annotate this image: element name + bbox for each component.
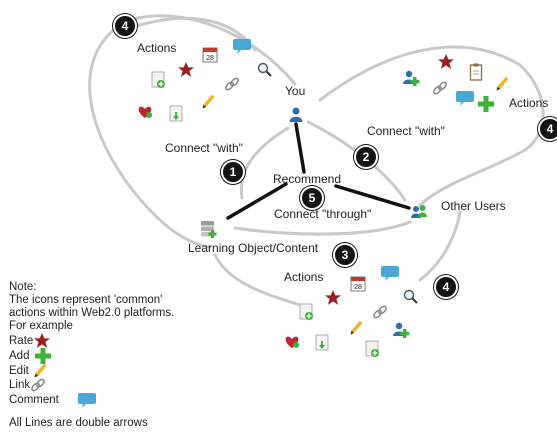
curve-actions-right-loop (318, 45, 545, 207)
connect-with-right-label: Connect "with" (367, 124, 445, 138)
search-icon (257, 62, 272, 77)
link-icon (223, 76, 241, 92)
comment-icon (381, 266, 399, 281)
heart-icon (138, 106, 152, 118)
calendar-icon (350, 276, 366, 292)
star-icon (438, 54, 454, 69)
comment-icon (233, 39, 251, 54)
download-document-icon (315, 334, 329, 351)
add-icon (478, 96, 494, 112)
curve-actions-top-left-loop (88, 14, 297, 249)
pencil-icon (201, 94, 215, 110)
recommend-lines (226, 122, 411, 220)
badge-2: 2 (354, 145, 378, 169)
comment-icon (456, 91, 474, 106)
add-document-icon (299, 303, 314, 321)
comment-bubble-icon (78, 393, 96, 408)
pencil-icon (349, 320, 363, 336)
connector-curves (88, 14, 545, 307)
heart-icon (285, 336, 299, 348)
legend-edit-label: Edit (9, 365, 29, 377)
curve-learning-to-actions-bottom (213, 253, 302, 307)
other-users-label: Other Users (441, 199, 506, 213)
add-document-icon (365, 340, 380, 358)
legend-comment-label: Comment (9, 394, 59, 406)
legend-link-label: Link (9, 379, 31, 391)
note-footer: All Lines are double arrows (9, 417, 148, 429)
star-icon (325, 290, 341, 305)
rate-star-icon (34, 333, 50, 348)
search-icon (403, 289, 418, 304)
calendar-icon (202, 47, 218, 63)
connect-through-label: Connect "through" (274, 207, 372, 221)
line-you-to-recommend (294, 122, 306, 174)
actions-label-right: Actions (509, 96, 549, 110)
star-icon (178, 62, 194, 77)
download-document-icon (169, 105, 183, 122)
note-text-line-3: actions within Web2.0 platforms. (9, 307, 175, 319)
add-user-icon (393, 322, 410, 338)
learning-object-label: Learning Object/Content (188, 241, 319, 255)
link-chain-icon (29, 377, 47, 393)
recommend-label: Recommend (273, 172, 342, 186)
connect-with-left-label: Connect "with" (165, 141, 243, 155)
legend-add-label: Add (9, 350, 30, 362)
curve-other-users-to-actions (418, 210, 462, 282)
pencil-icon (495, 76, 509, 92)
link-icon (371, 304, 389, 320)
database-icon (201, 221, 217, 238)
curve-connect-through (233, 220, 412, 236)
badge-4-top-left: 4 (113, 14, 137, 38)
badge-5: 5 (300, 186, 324, 210)
note-text-line-4: For example (9, 320, 73, 332)
line-recommend-to-other-users (334, 184, 411, 210)
icon-cluster-right (403, 54, 509, 112)
actions-label-bottom: Actions (284, 270, 324, 284)
add-plus-icon (35, 348, 51, 364)
you-label: You (285, 84, 306, 98)
badge-4-bottom: 4 (434, 275, 458, 299)
curve-connect-with-left (239, 126, 290, 200)
note-text-line-2: The icons represent 'common' (9, 294, 163, 306)
line-recommend-to-learning (226, 182, 288, 220)
actions-label-top-left: Actions (137, 41, 177, 55)
edit-pencil-icon (33, 363, 47, 379)
badge-3: 3 (333, 243, 357, 267)
link-icon (431, 80, 449, 96)
badge-1: 1 (221, 160, 245, 184)
note-title: Note: (9, 281, 37, 293)
add-user-icon (403, 70, 420, 86)
clipboard-icon (469, 62, 483, 81)
legend-rate-label: Rate (9, 335, 34, 347)
badge-4-right: 4 (538, 117, 557, 141)
users-icon (411, 205, 427, 218)
add-document-icon (151, 71, 166, 89)
user-icon (289, 107, 303, 122)
